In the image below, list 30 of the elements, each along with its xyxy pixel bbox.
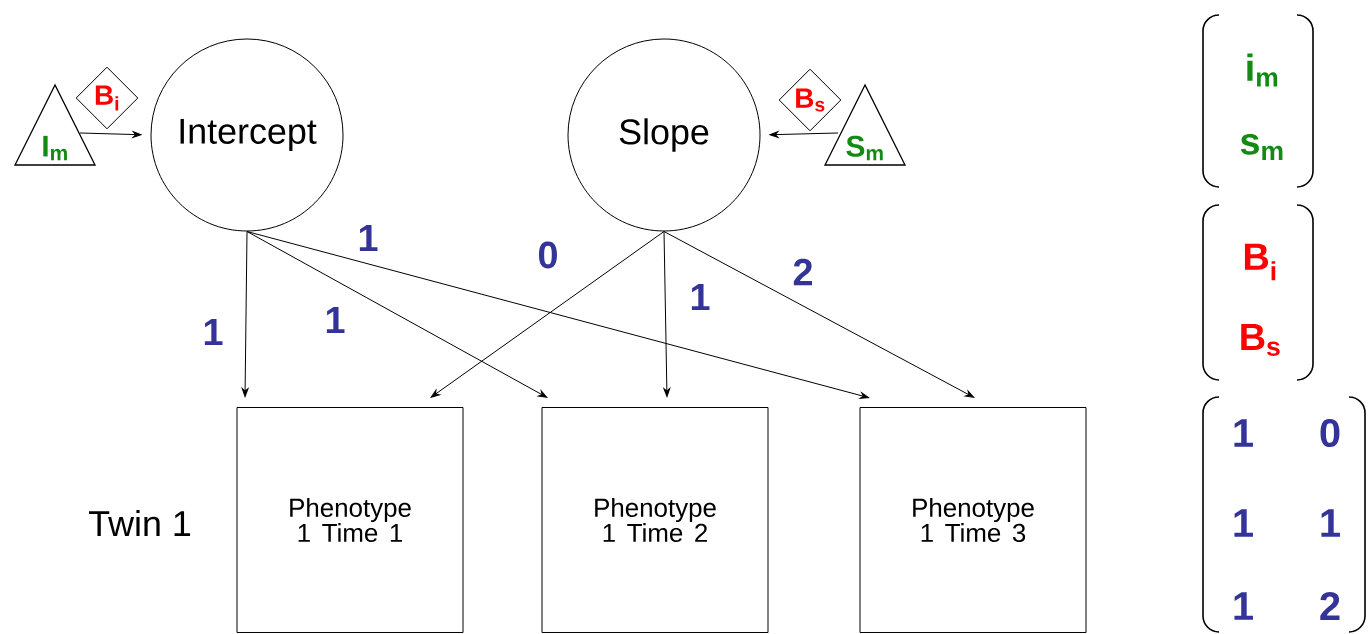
matrix-entry: 1: [1234, 592, 1253, 620]
arrow: [79, 131, 142, 138]
arrow: [246, 231, 870, 399]
phenotype-box: Phenotype 1 Time 2: [541, 407, 769, 633]
matrix-entry: 1: [1321, 509, 1340, 537]
path-coefficient: 2: [791, 257, 815, 287]
arrow: [246, 231, 548, 398]
matrix-entry: i$_{m}$: [1247, 53, 1278, 87]
arrow: [663, 231, 671, 398]
matrix-entry: 2: [1320, 592, 1340, 620]
phenotype-box: Phenotype 1 Time 1: [236, 407, 464, 633]
matrix-entry: 1: [1234, 419, 1253, 447]
arrow: [241, 231, 249, 398]
path-coefficient: 0: [536, 240, 560, 270]
path-coefficient: 1: [356, 223, 380, 252]
twin-label: Twin 1: [89, 510, 191, 536]
arrow: [430, 231, 665, 398]
path-coefficient: 1: [323, 305, 347, 334]
matrix-entry: B$_{i}$: [1244, 243, 1276, 281]
path-coefficient: 1: [688, 282, 712, 311]
arrow: [663, 231, 975, 398]
path-coefficient: 1: [201, 317, 225, 346]
arrow: [769, 131, 839, 138]
matrix-entry: B$_{s}$: [1241, 323, 1280, 356]
matrix-entry: s$_{m}$: [1240, 133, 1283, 161]
matrix-entry: 0: [1320, 418, 1340, 448]
phenotype-box: Phenotype 1 Time 3: [859, 407, 1087, 633]
diamond-node: B$_{s}$: [778, 68, 842, 132]
matrix-entry: 1: [1234, 509, 1253, 537]
diamond-node: B$_{i}$: [75, 66, 139, 130]
